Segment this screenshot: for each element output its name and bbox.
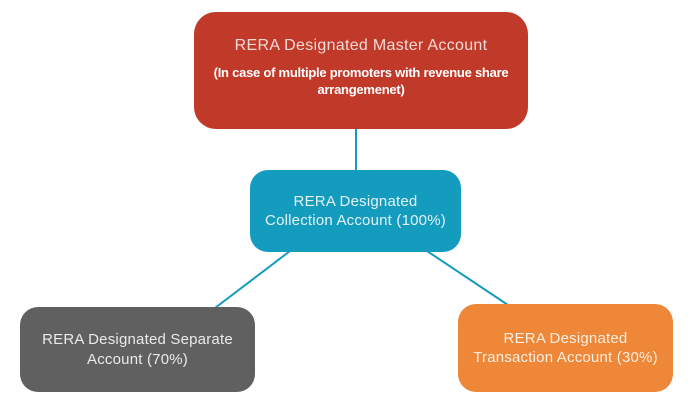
transaction-account-label: RERA Designated Transaction Account (30%… <box>473 329 658 367</box>
connector-collection-to-separate <box>214 250 291 309</box>
node-master-account: RERA Designated Master Account (In case … <box>194 12 528 129</box>
node-collection-account: RERA Designated Collection Account (100%… <box>250 170 461 252</box>
node-transaction-account: RERA Designated Transaction Account (30%… <box>458 304 673 392</box>
master-account-subtitle: (In case of multiple promoters with reve… <box>213 64 509 97</box>
collection-account-label: RERA Designated Collection Account (100%… <box>265 192 446 230</box>
connector-collection-to-transaction <box>426 250 509 306</box>
separate-account-label: RERA Designated Separate Account (70%) <box>42 331 233 368</box>
master-account-title: RERA Designated Master Account <box>234 36 488 54</box>
node-separate-account: RERA Designated Separate Account (70%) <box>20 307 255 392</box>
